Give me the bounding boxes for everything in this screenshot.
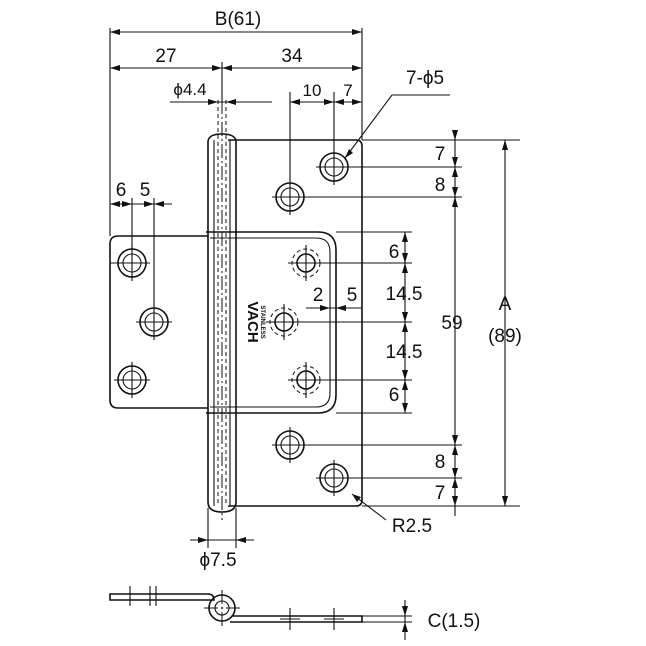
dim-left-width: 27 [155, 46, 176, 67]
logo-sub: STAINLESS [259, 305, 265, 338]
hole-right-top [316, 149, 352, 185]
hole-flap-middle [266, 304, 302, 340]
hole-left-bottom [114, 362, 150, 398]
dim-right-width: 34 [281, 46, 303, 67]
dim-hole-offset-7: 7 [343, 81, 352, 100]
hole-right-upper [272, 179, 308, 215]
dim-overall-width: B(61) [215, 9, 261, 30]
left-leaf-outline [109, 235, 208, 409]
dim-right-top-8: 8 [435, 175, 446, 196]
logo-brand: VACH [244, 301, 261, 342]
knuckle-outline [207, 133, 237, 513]
hole-flap-top [288, 245, 324, 281]
dim-inner-6-top: 6 [389, 242, 400, 263]
dim-hole-offset-10: 10 [303, 81, 322, 100]
side-view [109, 586, 363, 630]
dim-left-hole-5: 5 [140, 180, 151, 201]
dim-right-top-7: 7 [435, 144, 446, 165]
dim-right-bot-8: 8 [435, 452, 446, 473]
dim-overall-height-value: (89) [488, 326, 522, 347]
hole-right-bottom [316, 460, 352, 496]
dim-left-hole-6: 6 [116, 180, 127, 201]
hole-flap-bottom [288, 362, 324, 398]
dim-inner-14-5-bottom: 14.5 [386, 342, 423, 363]
dim-pin-dia: ϕ4.4 [173, 80, 206, 99]
dim-right-bot-7: 7 [435, 483, 446, 504]
dim-center-span: 59 [441, 313, 462, 334]
dim-thickness: C(1.5) [428, 611, 481, 632]
dim-hole-callout: 7-ϕ5 [406, 68, 444, 89]
dim-corner-radius: R2.5 [392, 516, 432, 537]
dim-inner-6-bottom: 6 [389, 385, 400, 406]
dim-inner-h-2: 2 [313, 285, 324, 306]
dim-inner-14-5-top: 14.5 [386, 284, 423, 305]
hole-left-middle [136, 304, 172, 340]
hole-right-lower [272, 427, 308, 463]
dim-overall-height-label: A [499, 294, 512, 315]
callout-holes-leader [344, 94, 393, 159]
brand-logo: VACH STAINLESS [244, 301, 265, 342]
dim-knuckle-dia: ϕ7.5 [199, 550, 236, 571]
holes [114, 149, 352, 496]
dim-inner-h-5: 5 [347, 285, 358, 306]
